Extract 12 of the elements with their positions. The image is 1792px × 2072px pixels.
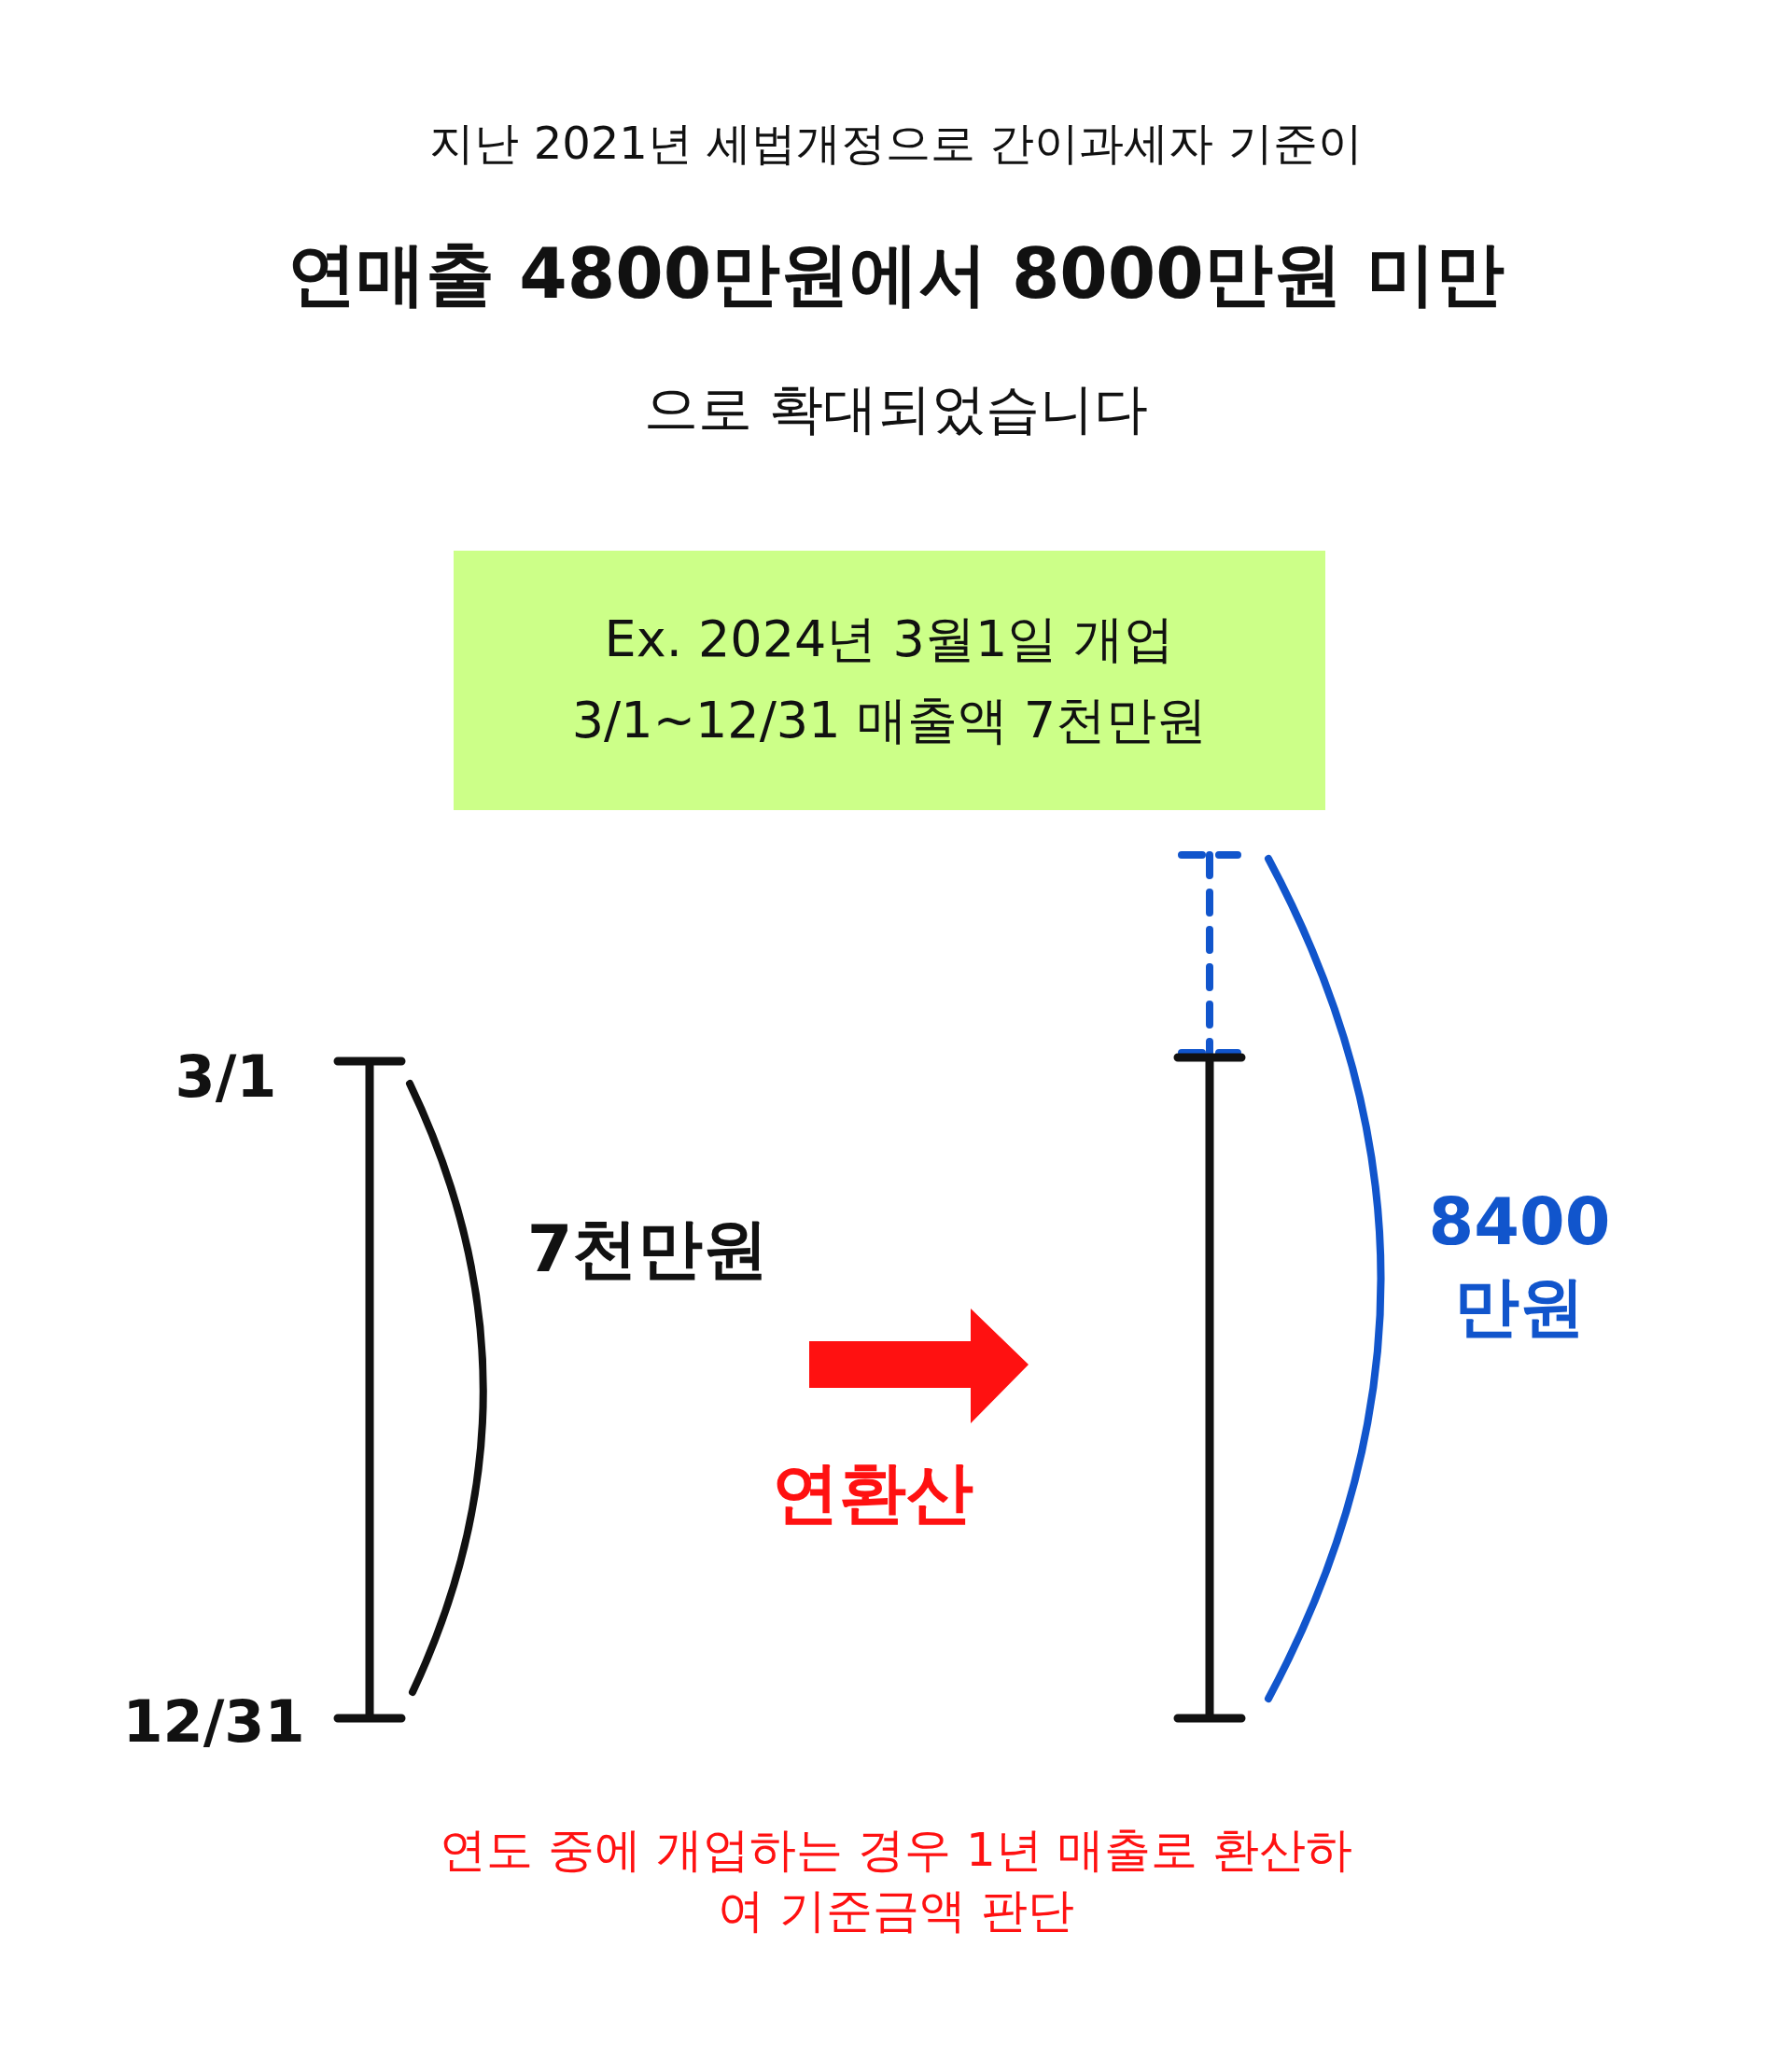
conversion-label: 연환산 [772,1452,973,1534]
date-label: 3/1 [175,1041,277,1113]
example-text: 3/1~12/31 매출액 7천만원 [571,690,1208,751]
note-text: 연도 중에 개업하는 경우 1년 매출로 환산하여 기준금액 판단 [439,1822,1353,1939]
example-box [454,551,1325,810]
heading-text: 지난 2021년 세법개정으로 간이과세자 기준이 [429,115,1363,171]
heading-text: 으로 확대되었습니다 [643,376,1149,443]
amount-label: 7천만원 [526,1209,769,1289]
example-text: Ex. 2024년 3월1일 개업 [604,609,1175,670]
date-label: 12/31 [122,1686,305,1757]
amount-label: 8400 만원 [1427,1183,1612,1347]
heading-text: 연매출 4800만원에서 8000만원 미만 [287,231,1505,315]
